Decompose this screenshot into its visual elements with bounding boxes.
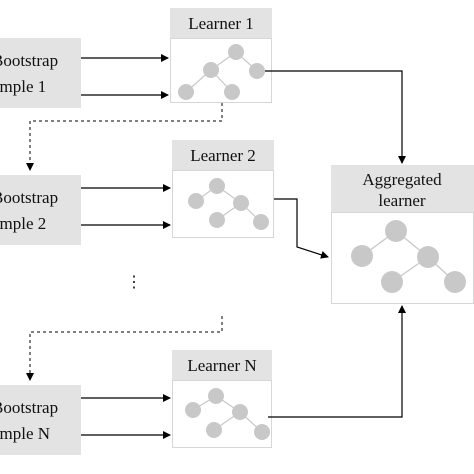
tree-node <box>188 193 204 209</box>
bootstrap-sample-2: Bootstrap ample 2 <box>0 175 81 245</box>
bootstrap-sample-n-box <box>0 385 81 455</box>
tree-node <box>232 404 248 420</box>
tree-node <box>206 422 222 438</box>
bootstrap-sample-1-line2: ample 1 <box>0 77 46 96</box>
dashed-connectors <box>26 103 223 381</box>
bootstrap-sample-2-line1: Bootstrap <box>0 188 58 207</box>
tree-node <box>249 63 265 79</box>
arrow-learner2-aggregated <box>274 198 329 259</box>
tree-node <box>228 44 244 60</box>
bootstrap-sample-n: Bootstrap ample N <box>0 385 81 455</box>
tree-node <box>253 214 269 230</box>
aggregated-learner-line1: Aggregated <box>362 170 442 189</box>
aggregated-nodes <box>351 220 466 293</box>
learner-n-nodes <box>185 388 270 440</box>
arrow-learnern-aggregated <box>268 305 406 418</box>
learner-1-header <box>170 8 272 38</box>
bootstrap-sample-2-box <box>0 175 81 245</box>
sample-to-learner-arrows <box>81 54 171 439</box>
learner-n-header <box>172 350 272 380</box>
tree-node <box>417 246 439 268</box>
tree-node <box>385 220 407 242</box>
vertical-ellipsis: ⋮ <box>126 274 142 291</box>
dashed-arrow-to-sample-2 <box>26 103 223 171</box>
learner-1: Learner 1 <box>170 8 272 103</box>
aggregated-learner-line2: learner <box>378 191 426 210</box>
tree-node <box>254 424 270 440</box>
bootstrap-sample-1-line1: Bootstrap <box>0 51 58 70</box>
bootstrap-sample-n-line2: ample N <box>0 424 50 443</box>
learner-2-nodes <box>188 178 269 230</box>
dashed-arrow-to-sample-n <box>26 316 223 381</box>
bootstrap-sample-1-box <box>0 38 81 108</box>
tree-node <box>178 84 194 100</box>
learner-2-title: Learner 2 <box>190 146 256 165</box>
tree-node <box>209 212 225 228</box>
learner-2: Learner 2 <box>172 140 274 238</box>
learner-n-title: Learner N <box>187 356 256 375</box>
bootstrap-sample-2-line2: ample 2 <box>0 214 46 233</box>
arrow-learner1-aggregated <box>265 70 406 164</box>
tree-node <box>203 62 219 78</box>
learner-n: Learner N <box>172 350 272 448</box>
learner-1-title: Learner 1 <box>188 14 254 33</box>
learner-to-aggregated-arrows <box>265 70 406 418</box>
tree-node <box>209 178 225 194</box>
tree-node <box>233 195 249 211</box>
tree-node <box>185 402 201 418</box>
tree-node <box>224 84 240 100</box>
aggregated-learner: Aggregated learner <box>331 165 474 304</box>
learner-1-nodes <box>178 44 265 100</box>
tree-node <box>444 271 466 293</box>
tree-node <box>208 388 224 404</box>
bootstrap-sample-n-line1: Bootstrap <box>0 398 58 417</box>
aggregated-learner-header <box>331 165 474 212</box>
bootstrap-sample-1: Bootstrap ample 1 <box>0 38 81 108</box>
tree-node <box>381 271 403 293</box>
tree-node <box>351 245 373 267</box>
learner-2-header <box>172 140 274 170</box>
